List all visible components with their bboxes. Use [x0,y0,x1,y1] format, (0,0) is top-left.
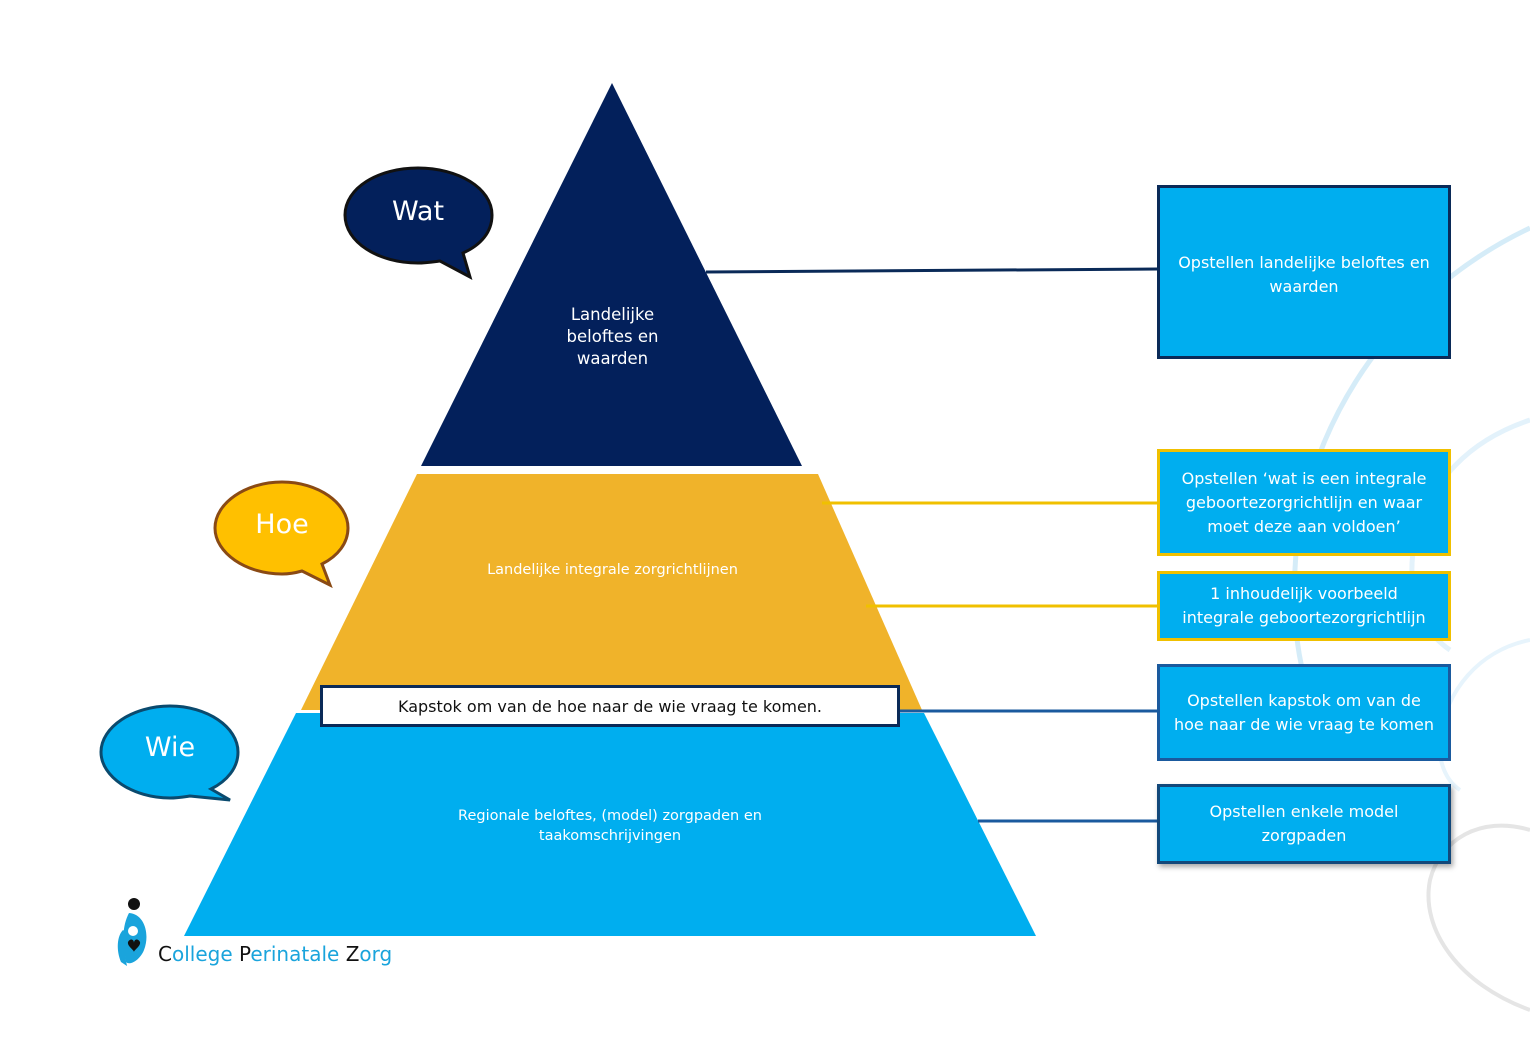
decor-arc-4 [1426,823,1530,1012]
side-box-inhoudelijk-voorbeeld: 1 inhoudelijk voorbeeld integrale geboor… [1157,571,1451,641]
kapstok-box: Kapstok om van de hoe naar de wie vraag … [320,685,900,727]
logo-word-2: erinatale [250,942,346,966]
side-box-integrale-geboortezorgrichtlijn: Opstellen ‘wat is een integrale geboorte… [1157,449,1451,556]
logo-text: College Perinatale Zorg [158,942,392,966]
side-box-model-zorgpaden: Opstellen enkele model zorgpaden [1157,784,1451,864]
pyramid-top-label: Landelijke beloftes en waarden [566,305,659,368]
logo-word-3: org [359,942,393,966]
logo-word-1: ollege [171,942,239,966]
logo-initial-z: Z [345,942,360,966]
logo-initial-p: P [238,942,251,966]
connector-line-1 [705,267,1159,274]
bubble-wat-label: Wat [391,196,445,227]
side-box-landelijke-beloftes: Opstellen landelijke beloftes en waarden [1157,185,1451,359]
pyramid-bottom-label: Regionale beloftes, (model) zorgpaden en… [458,808,762,844]
logo-initial-c: C [158,942,172,966]
bubble-hoe [213,480,350,589]
pyramid-middle-layer [301,474,922,710]
pyramid-middle-label: Landelijke integrale zorgrichtlijnen [487,562,738,578]
pyramid-top-layer [421,83,802,466]
bubble-wie [99,704,240,802]
side-box-kapstok: Opstellen kapstok om van de hoe naar de … [1157,664,1451,761]
bubble-wat [343,166,494,280]
bubble-hoe-label: Hoe [255,509,309,540]
bubble-wie-label: Wie [144,732,196,763]
decor-arc-3 [1437,638,1530,792]
pyramid-bottom-layer [184,713,1036,936]
logo-icon [117,898,147,966]
